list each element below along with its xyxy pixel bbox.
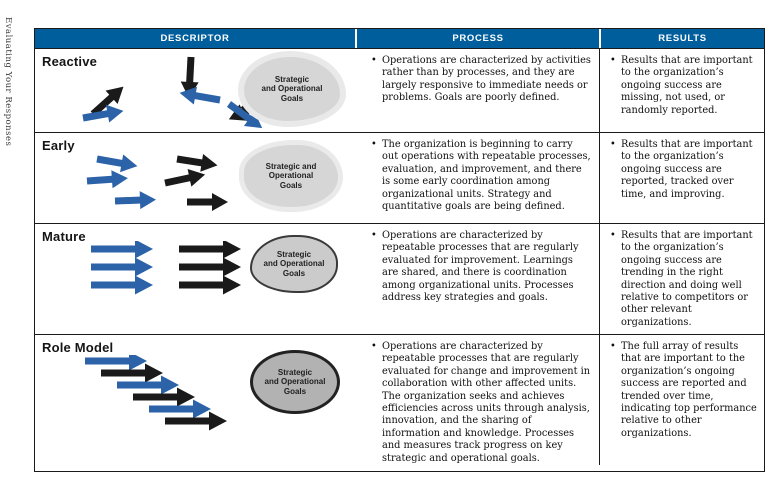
goal-line: Goals: [279, 180, 303, 190]
goal-line: Strategic: [276, 249, 312, 259]
goal-line: and Operational: [261, 84, 323, 94]
table-row-mature: Mature Strategic and Operational Goals O…: [35, 224, 764, 335]
goal-line: and Operational: [264, 377, 326, 387]
reactive-process-cell: Operations are characterized by activiti…: [355, 49, 599, 132]
row-label-reactive: Reactive: [42, 54, 98, 69]
header-descriptor: DESCRIPTOR: [160, 33, 230, 44]
strategic-goals-blob: Strategic and Operational Goals: [250, 235, 338, 293]
role-model-descriptor-cell: Role Model Strategic and Operational Goa…: [35, 335, 355, 465]
goal-line: Strategic: [274, 74, 310, 84]
mature-descriptor-cell: Mature Strategic and Operational Goals: [35, 224, 355, 334]
reactive-descriptor-cell: Reactive Strategic and Operational Goals: [35, 49, 355, 132]
early-results-cell: Results that are important to the organi…: [599, 133, 764, 223]
process-text: The organization is beginning to carry o…: [370, 139, 591, 213]
role-model-process-cell: Operations are characterized by repeatab…: [355, 335, 599, 465]
row-label-early: Early: [42, 138, 75, 153]
early-descriptor-cell: Early Strategic and Operational Goals: [35, 133, 355, 223]
table-row-early: Early Strategic and Operational Goals Th…: [35, 133, 764, 224]
goal-line: Goals: [283, 386, 307, 396]
row-label-role-model: Role Model: [42, 340, 114, 355]
mature-results-cell: Results that are important to the organi…: [599, 224, 764, 334]
results-text: Results that are important to the organi…: [609, 139, 758, 201]
strategic-goals-blob: Strategic and Operational Goals: [244, 145, 338, 207]
results-text: Results that are important to the organi…: [609, 55, 758, 117]
vertical-page-label: Evaluating Your Responses: [3, 17, 13, 147]
goal-line: Strategic and: [265, 161, 317, 171]
process-text: Operations are characterized by repeatab…: [370, 341, 591, 465]
results-text: The full array of results that are impor…: [609, 341, 758, 440]
maturity-table: DESCRIPTOR PROCESS RESULTS Reactive Stra…: [34, 28, 765, 472]
row-label-mature: Mature: [42, 229, 86, 244]
goal-line: Operational: [268, 171, 314, 181]
process-text: Operations are characterized by repeatab…: [370, 230, 591, 304]
goal-line: Strategic: [277, 367, 313, 377]
mature-process-cell: Operations are characterized by repeatab…: [355, 224, 599, 334]
header-process: PROCESS: [355, 29, 599, 48]
table-row-role-model: Role Model Strategic and Operational Goa…: [35, 335, 764, 465]
reactive-results-cell: Results that are important to the organi…: [599, 49, 764, 132]
goal-line: and Operational: [263, 259, 325, 269]
table-header-row: DESCRIPTOR PROCESS RESULTS: [35, 29, 764, 49]
process-text: Operations are characterized by activiti…: [370, 55, 591, 105]
goal-line: Goals: [282, 268, 306, 278]
header-results: RESULTS: [599, 29, 764, 48]
mature-arrows-graphic: [91, 241, 241, 295]
table-row-reactive: Reactive Strategic and Operational Goals…: [35, 49, 764, 133]
goal-line: Goals: [280, 93, 304, 103]
early-process-cell: The organization is beginning to carry o…: [355, 133, 599, 223]
strategic-goals-blob: Strategic and Operational Goals: [250, 350, 340, 414]
role-model-results-cell: The full array of results that are impor…: [599, 335, 764, 465]
strategic-goals-blob: Strategic and Operational Goals: [244, 57, 340, 121]
results-text: Results that are important to the organi…: [609, 230, 758, 329]
